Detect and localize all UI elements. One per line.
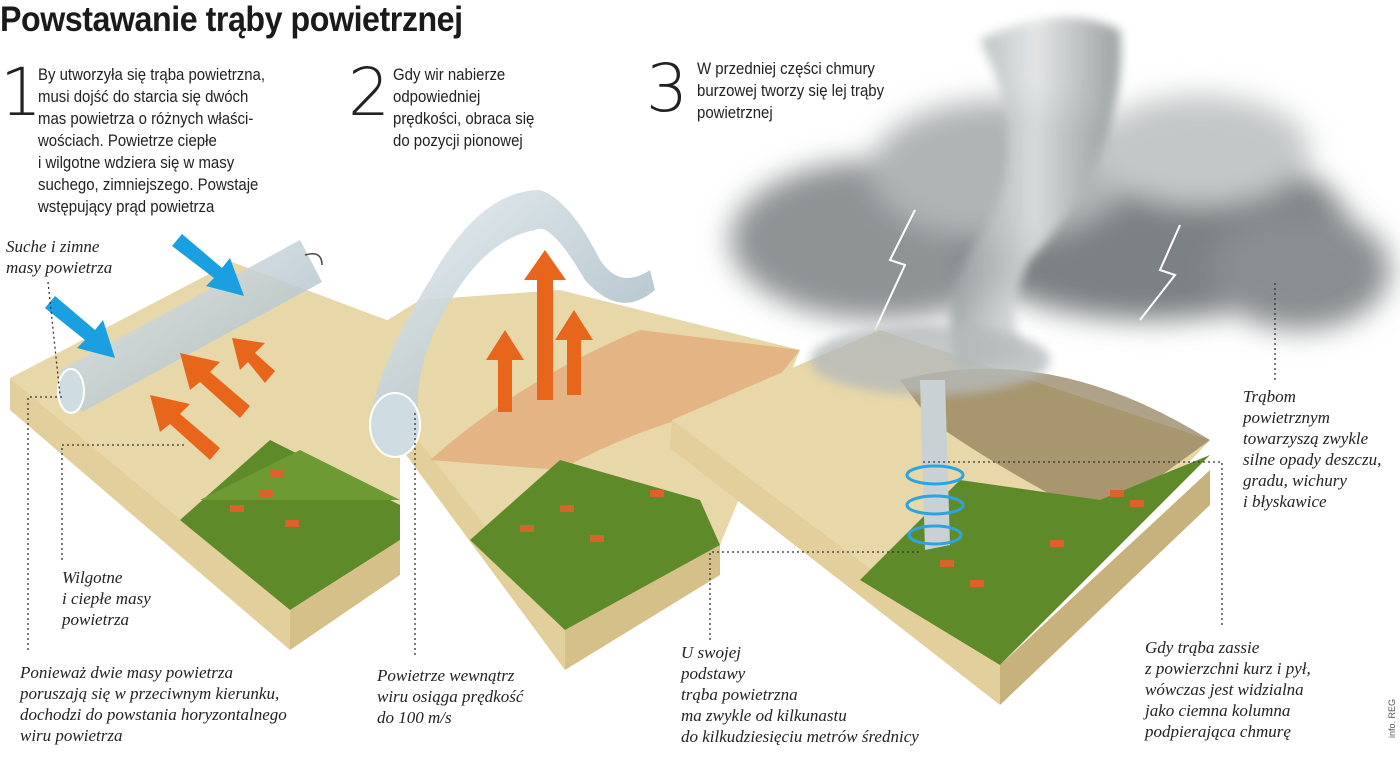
leader-lines (27, 280, 1276, 655)
note-horizontal-vortex: Ponieważ dwie masy powietrza poruszają s… (20, 663, 287, 745)
lightning-icon (874, 209, 1181, 331)
credit: info. REG (1387, 698, 1397, 738)
step-3-number: 3 (646, 50, 688, 127)
step-1-text: By utworzyła się trąba powietrzna, musi … (38, 65, 265, 216)
rising-vortex-tube (369, 190, 655, 458)
step-1-number: 1 (0, 54, 42, 131)
step-2-number: 2 (348, 54, 390, 131)
note-dust-column: Gdy trąba zassie z powierzchni kurz i py… (1145, 638, 1311, 741)
storm-cloud (730, 95, 1390, 330)
note-humid-warm-air: Wilgotne i ciepłe masy powietrza (62, 568, 151, 629)
page-title: Powstawanie trąby powietrznej (0, 0, 463, 39)
warm-air-arrows (150, 250, 593, 460)
step-3-text: W przedniej części chmury burzowej tworz… (697, 59, 885, 122)
step-2-text: Gdy wir nabierze odpowiedniej prędkości,… (393, 65, 535, 150)
cold-air-arrows (45, 234, 244, 358)
note-tornado-diameter: U swojej podstawy trąba powietrzna ma zw… (681, 643, 919, 746)
rotation-arrows-icon (905, 464, 965, 546)
note-dry-cold-air: Suche i zimne masy powietrza (6, 237, 113, 277)
houses (230, 470, 1144, 587)
horizontal-vortex-tube (57, 240, 323, 414)
note-vortex-speed: Powietrze wewnątrz wiru osiąga prędkość … (377, 666, 524, 727)
note-accompanying-weather: Trąbom powietrznym towarzyszą zwykle sil… (1243, 387, 1382, 511)
